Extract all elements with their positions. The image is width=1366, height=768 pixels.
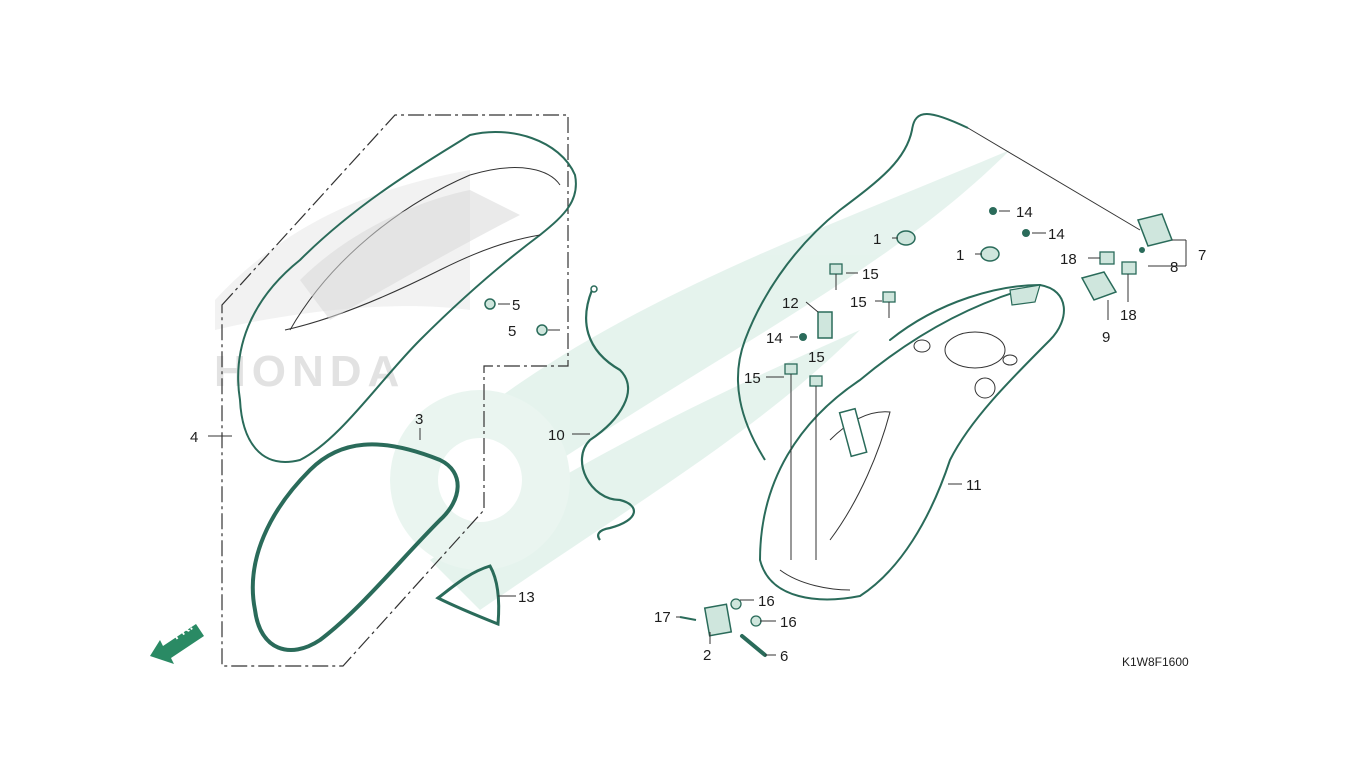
clip-part-2 xyxy=(703,603,733,637)
bolt-part-15d xyxy=(809,375,823,402)
seat-assembly-boundary xyxy=(221,114,569,667)
pin-part-17 xyxy=(679,616,697,621)
lock-cable-connector xyxy=(967,127,1141,231)
cap-part-1a xyxy=(896,230,916,246)
luggage-box-part-11 xyxy=(759,284,1065,601)
callout-5b: 5 xyxy=(508,323,516,340)
callout-18b: 18 xyxy=(1120,307,1137,324)
callout-7: 7 xyxy=(1198,247,1206,264)
front-direction-arrow-icon: FR. xyxy=(150,619,204,664)
bolt-part-6 xyxy=(740,634,767,657)
seal-rubber-part-3 xyxy=(250,442,460,652)
callout-15a: 15 xyxy=(862,266,879,283)
long-cable xyxy=(736,113,969,461)
callout-10: 10 xyxy=(548,427,565,444)
callout-6: 6 xyxy=(780,648,788,665)
callout-5a: 5 xyxy=(512,297,520,314)
leader-lines xyxy=(208,210,1187,656)
callout-16a: 16 xyxy=(758,593,775,610)
callout-8: 8 xyxy=(1170,259,1178,276)
callout-18a: 18 xyxy=(1060,251,1077,268)
latch-part-9 xyxy=(1080,271,1118,301)
callout-17: 17 xyxy=(654,609,671,626)
callout-15c: 15 xyxy=(744,370,761,387)
seat-lock-cable-part-10 xyxy=(580,289,636,541)
callout-1a: 1 xyxy=(873,231,881,248)
nut-part-5a xyxy=(484,298,496,310)
callout-14c: 14 xyxy=(766,330,783,347)
callout-16b: 16 xyxy=(780,614,797,631)
bolt-part-18b xyxy=(1121,261,1137,275)
screw-part-14b xyxy=(1022,229,1030,237)
callout-4: 4 xyxy=(190,429,198,446)
callout-13: 13 xyxy=(518,589,535,606)
spring-part-8 xyxy=(1139,247,1145,253)
bolt-part-18a xyxy=(1099,251,1115,265)
bolt-part-15a xyxy=(829,263,843,290)
lock-part-7 xyxy=(1136,213,1174,247)
callout-3: 3 xyxy=(415,411,423,428)
nut-part-16b xyxy=(750,615,762,627)
callout-1b: 1 xyxy=(956,247,964,264)
bolt-part-15b xyxy=(882,291,896,318)
bolt-part-15c xyxy=(784,363,798,390)
callout-15d: 15 xyxy=(808,349,825,366)
cap-part-1b xyxy=(980,246,1000,262)
nut-part-16a xyxy=(730,598,742,610)
hook-part-12 xyxy=(817,311,833,339)
honda-watermark-text: HONDA xyxy=(214,347,405,396)
callout-9: 9 xyxy=(1102,329,1110,346)
callout-2: 2 xyxy=(703,647,711,664)
screw-part-14a xyxy=(989,207,997,215)
callout-12: 12 xyxy=(782,295,799,312)
callout-14a: 14 xyxy=(1016,204,1033,221)
nut-part-5b xyxy=(536,324,548,336)
seat-part-4 xyxy=(237,131,577,463)
bracket-part-13 xyxy=(435,564,501,627)
callout-14b: 14 xyxy=(1048,226,1065,243)
callout-11: 11 xyxy=(966,477,982,494)
diagram-code: K1W8F1600 xyxy=(1122,655,1189,669)
screw-part-14c xyxy=(799,333,807,341)
callout-15b: 15 xyxy=(850,294,867,311)
